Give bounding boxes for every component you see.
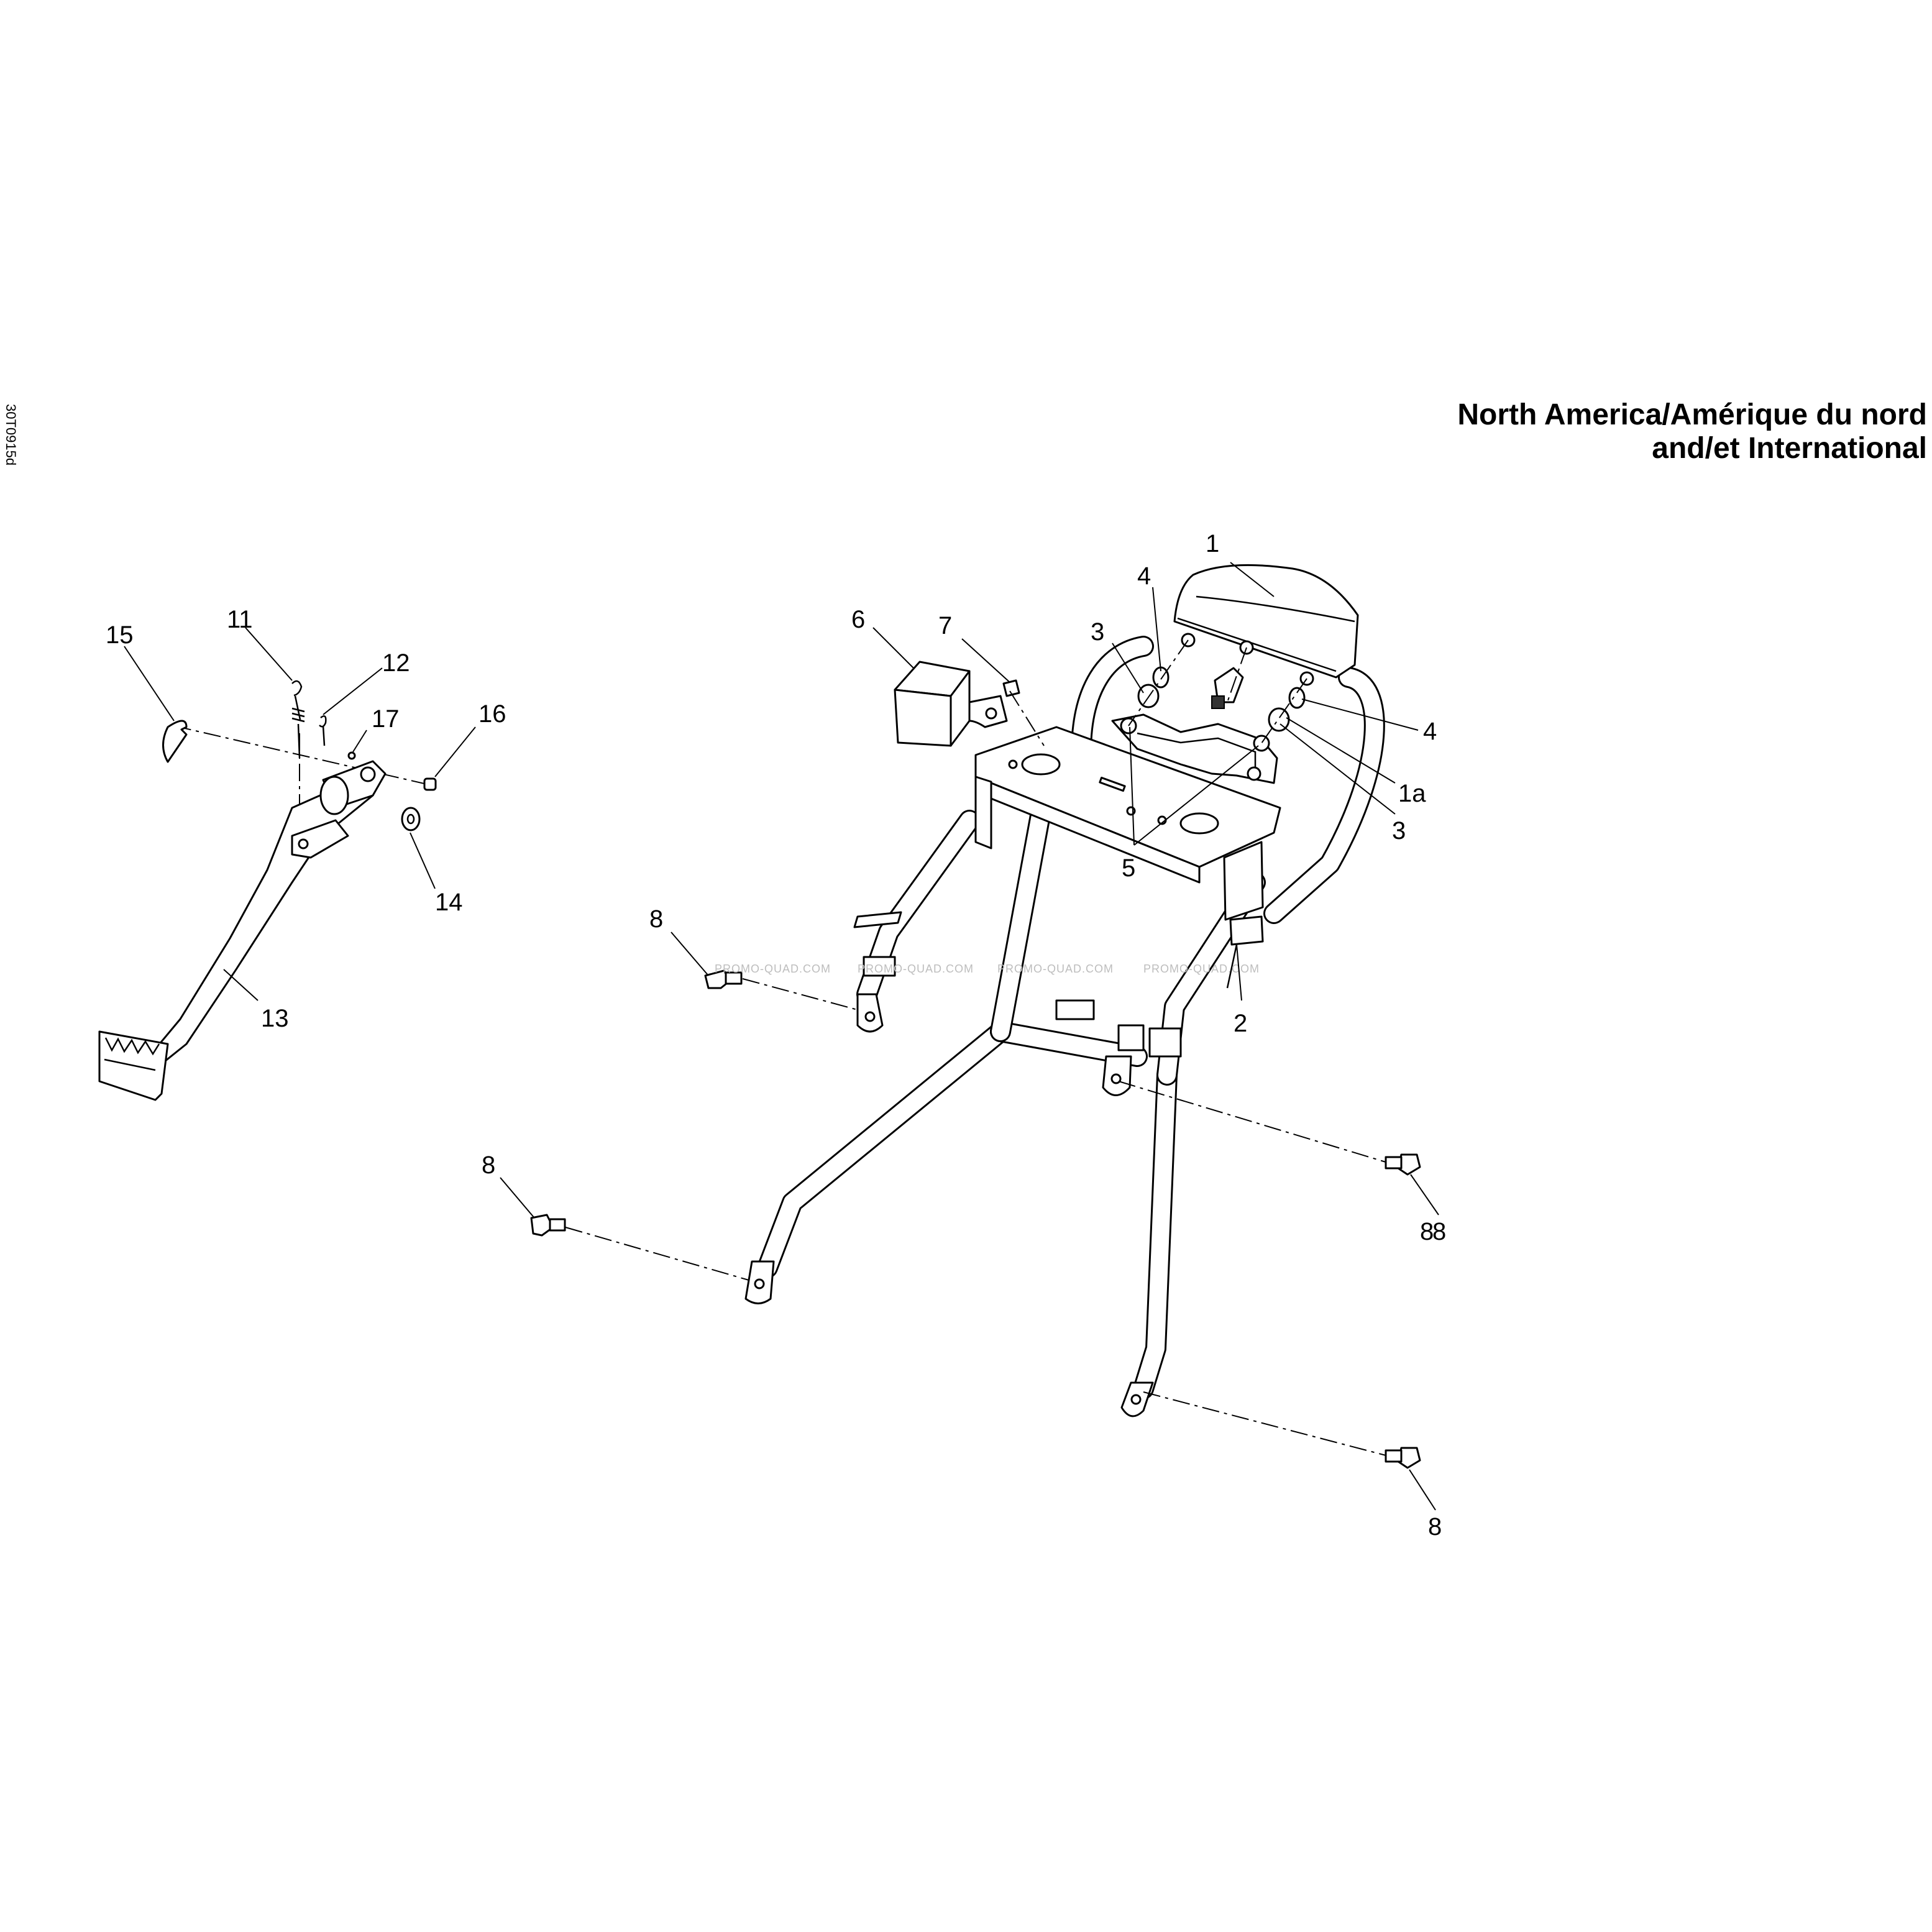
watermark-text-3: PROMO-QUAD.COM — [997, 963, 1114, 975]
relay-module — [894, 661, 1045, 747]
lamp-mount-plate — [1111, 713, 1278, 784]
callout-label: 13 — [261, 1005, 289, 1032]
callout-label: 17 — [372, 705, 400, 733]
taillight-assembly — [1128, 564, 1359, 744]
pedal-washer — [401, 807, 421, 831]
callout-label: 1 — [1206, 530, 1219, 557]
callout-labels: 1 1a 2 3 3 4 4 5 6 7 8 8 8 8 8 11 12 13 … — [106, 530, 1446, 1541]
pedal-bushing — [423, 777, 437, 791]
watermark-strip: PROMO-QUAD.COM PROMO-QUAD.COM PROMO-QUAD… — [715, 963, 1260, 975]
callout-label: 12 — [382, 649, 410, 677]
return-spring — [291, 680, 305, 759]
callout-label: 11 — [227, 606, 253, 633]
callout-label: 8 — [1420, 1218, 1434, 1245]
region-title-line2: and/et International — [1652, 432, 1927, 465]
callout-label: 6 — [851, 606, 865, 633]
callout-label: 2 — [1234, 1010, 1247, 1037]
callout-label: 14 — [435, 889, 463, 916]
taillight-support-bracket — [974, 713, 1281, 921]
taillight-lens — [1173, 564, 1359, 679]
callout-label: 3 — [1392, 817, 1406, 845]
watermark-text-1: PROMO-QUAD.COM — [715, 963, 831, 975]
pedal-clip — [162, 720, 188, 763]
region-title-line1: North America/Amérique du nord — [1457, 398, 1927, 431]
callout-label: 5 — [1122, 854, 1135, 882]
frame-bolts — [530, 969, 1421, 1469]
callout-label: 4 — [1423, 718, 1437, 745]
callout-label: 8 — [649, 905, 663, 933]
callout-label: 8 — [1432, 1218, 1446, 1245]
drawing-id: 30T0915d — [3, 404, 19, 466]
watermark-text-2: PROMO-QUAD.COM — [858, 963, 974, 975]
rear-frame-tubes — [744, 636, 1385, 1417]
callout-label: 8 — [1428, 1513, 1442, 1541]
callout-label: 7 — [938, 612, 952, 639]
callout-label: 16 — [478, 700, 506, 728]
brake-pedal-assembly — [98, 680, 437, 1101]
callout-label: 3 — [1091, 618, 1104, 646]
callout-label: 8 — [482, 1151, 495, 1179]
callout-leaders — [124, 562, 1439, 1511]
watermark-text-4: PROMO-QUAD.COM — [1143, 963, 1260, 975]
callout-label: 15 — [106, 621, 134, 649]
callout-label: 1a — [1398, 780, 1426, 807]
callout-label: 4 — [1137, 562, 1151, 590]
